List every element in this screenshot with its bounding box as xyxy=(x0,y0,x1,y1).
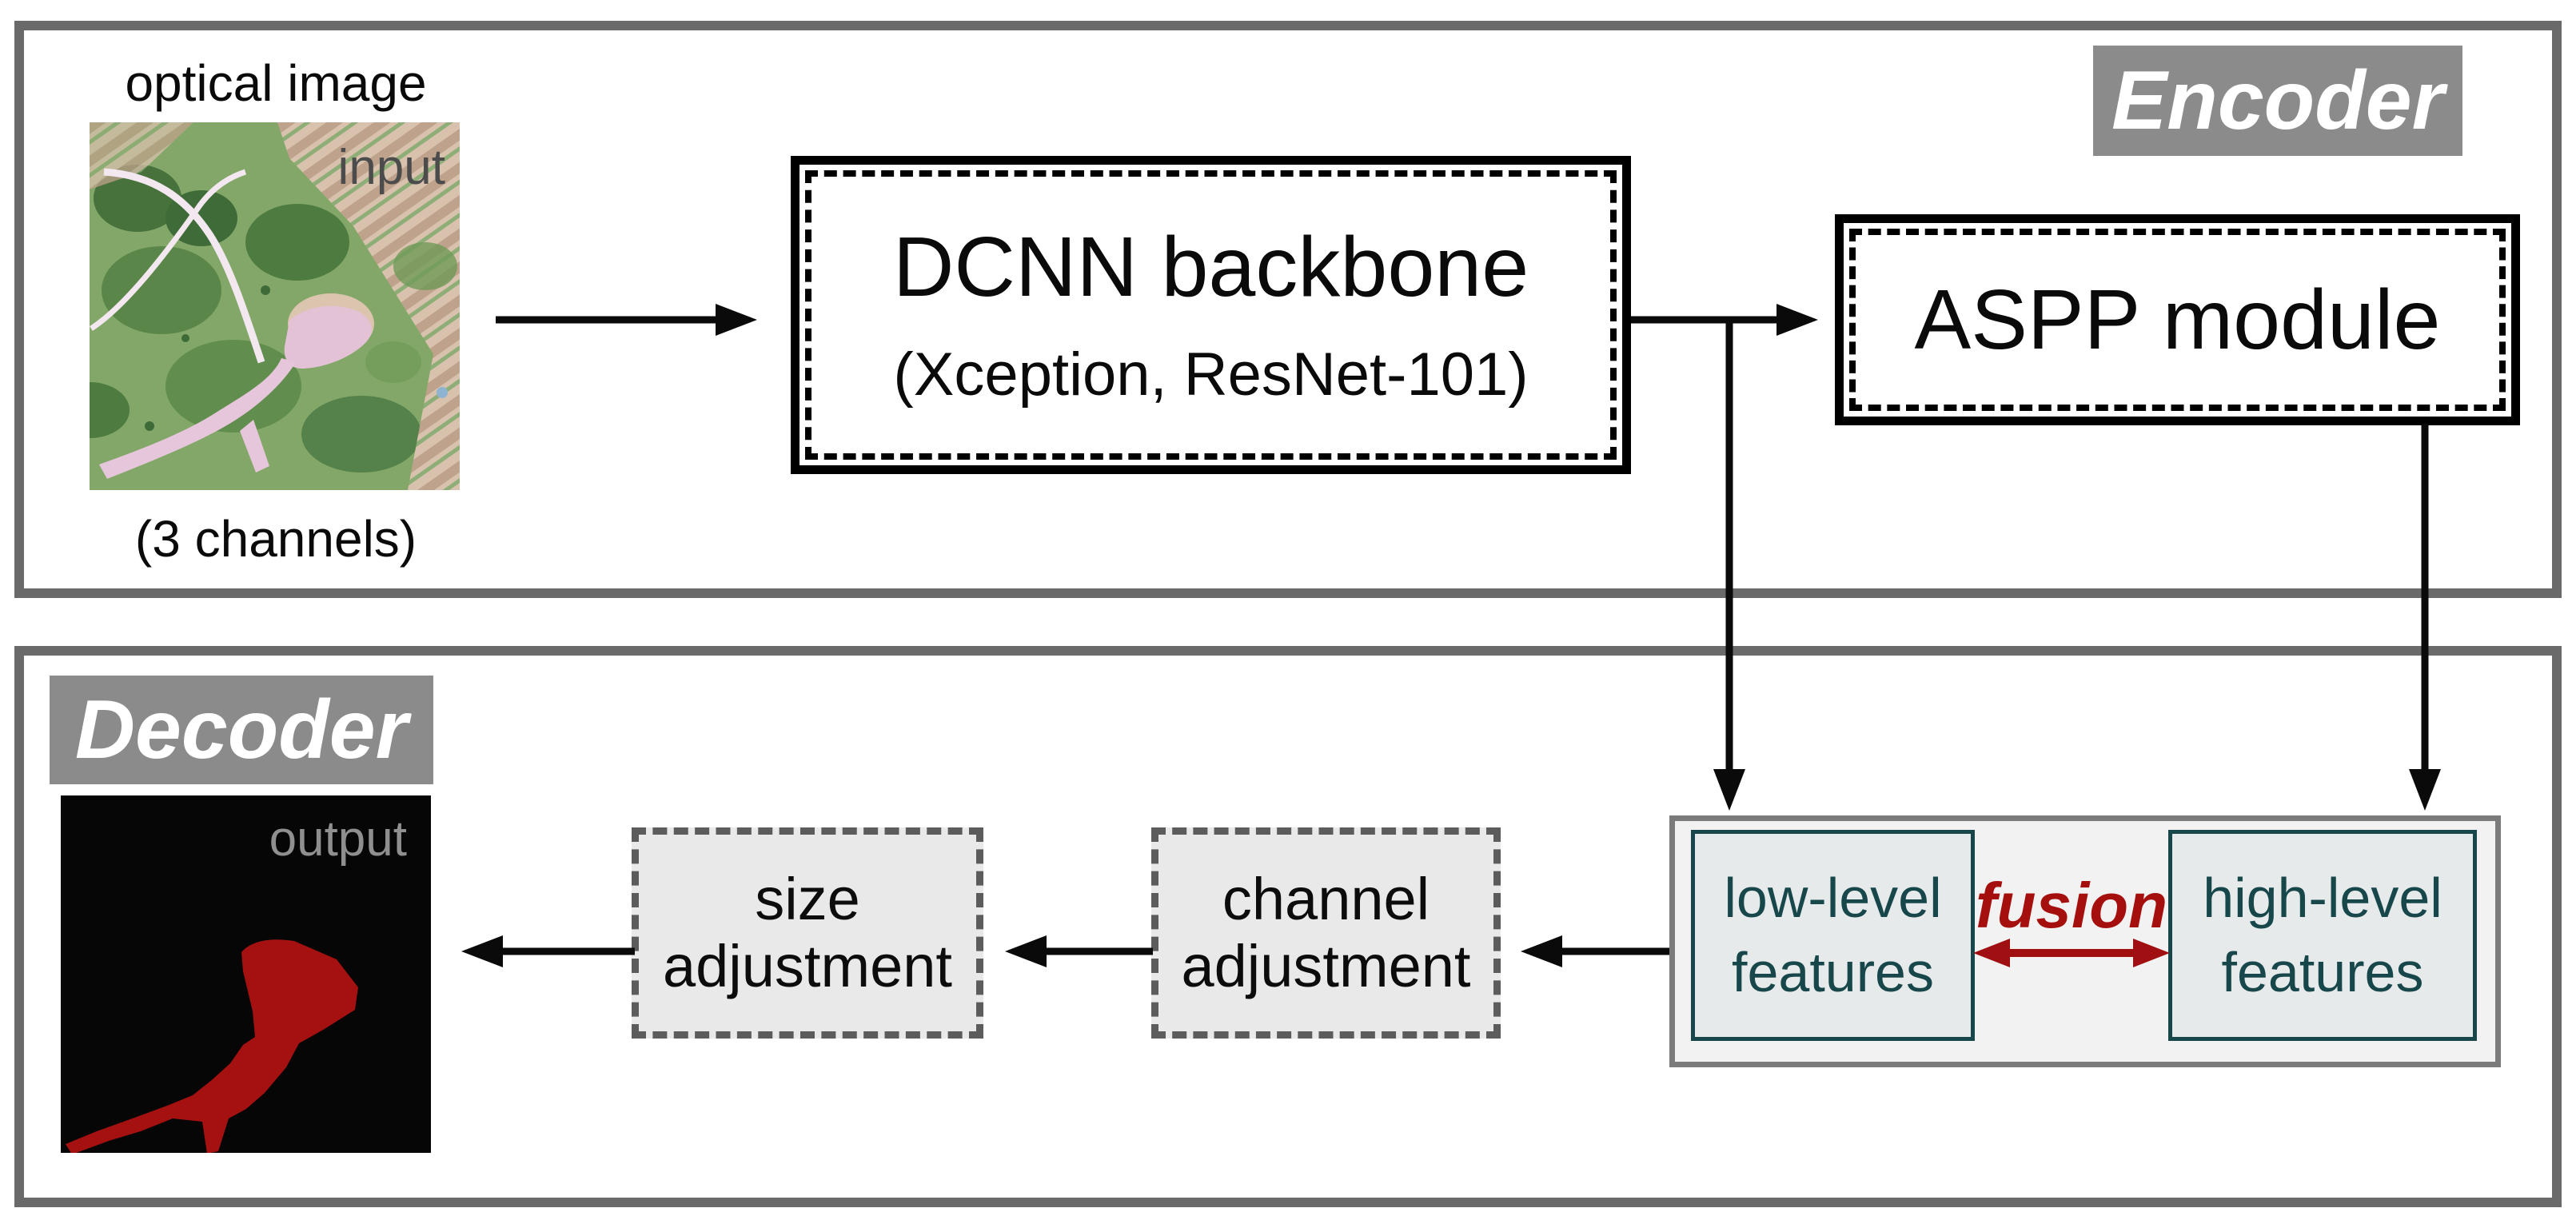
dcnn-backbone-box: DCNN backbone (Xception, ResNet-101) xyxy=(791,156,1631,474)
dcnn-title: DCNN backbone xyxy=(892,220,1529,314)
dcnn-subtitle: (Xception, ResNet-101) xyxy=(893,341,1529,409)
trail-path xyxy=(103,168,265,364)
features-fusion-container: low-level features high-level features f… xyxy=(1669,815,2501,1067)
input-overlay-label: input xyxy=(337,140,445,195)
size-adjustment-line2: adjustment xyxy=(663,933,952,999)
decoder-label: Decoder xyxy=(50,676,433,784)
high-level-features-box: high-level features xyxy=(2168,830,2477,1041)
low-level-line2: features xyxy=(1732,941,1934,1003)
size-adjustment-box: size adjustment xyxy=(632,827,983,1039)
encoder-label: Encoder xyxy=(2093,46,2462,156)
output-image: output xyxy=(61,795,431,1153)
input-image: input xyxy=(90,122,460,490)
aspp-inner-border: ASPP module xyxy=(1849,229,2506,411)
terraced-fields xyxy=(277,122,460,490)
decoder-label-text: Decoder xyxy=(74,684,409,776)
landslide-scar xyxy=(284,305,372,369)
encoder-label-text: Encoder xyxy=(2111,54,2445,147)
channels-caption: (3 channels) xyxy=(134,510,417,568)
landslide-mask-shape xyxy=(66,939,358,1153)
satellite-image-graphic xyxy=(90,122,460,490)
output-overlay-label: output xyxy=(269,811,407,867)
channel-adjustment-line1: channel xyxy=(1222,866,1430,933)
dcnn-inner-border: DCNN backbone (Xception, ResNet-101) xyxy=(805,170,1617,460)
segmentation-mask-graphic xyxy=(61,795,431,1153)
high-level-line2: features xyxy=(2221,941,2424,1003)
low-level-line1: low-level xyxy=(1724,866,1942,929)
aspp-title: ASPP module xyxy=(1914,273,2441,367)
low-level-features-box: low-level features xyxy=(1691,830,1975,1041)
size-adjustment-line1: size xyxy=(755,866,860,933)
channel-adjustment-box: channel adjustment xyxy=(1151,827,1501,1039)
high-level-line1: high-level xyxy=(2203,866,2442,929)
channel-adjustment-line2: adjustment xyxy=(1181,933,1471,999)
fusion-label: fusion xyxy=(1976,870,2167,941)
optical-image-caption: optical image xyxy=(125,54,427,112)
aspp-module-box: ASPP module xyxy=(1835,214,2520,425)
